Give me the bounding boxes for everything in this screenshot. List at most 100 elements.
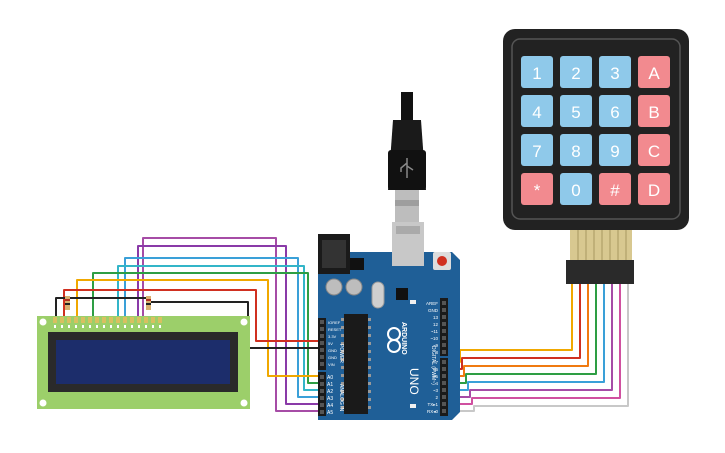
keypad-key[interactable]: 1 xyxy=(521,56,553,88)
power-pin-label: GND xyxy=(328,348,337,353)
header-pin xyxy=(442,343,446,347)
keypad-key[interactable]: C xyxy=(638,134,670,166)
keypad-key[interactable]: A xyxy=(638,56,670,88)
digital-pin-label: 8 xyxy=(435,350,438,355)
digital-pin-label: GND xyxy=(428,308,439,313)
keypad-key-face xyxy=(521,95,553,127)
led-tx xyxy=(410,404,416,408)
usb-cable xyxy=(388,92,426,222)
header-pin xyxy=(320,320,324,324)
resistor-1 xyxy=(65,296,70,310)
lcd-pin xyxy=(95,317,99,323)
lcd-pin-label-mark xyxy=(82,325,84,328)
small-chip xyxy=(396,288,408,300)
analog-pin-label: A1 xyxy=(327,382,333,388)
keypad-key-label: A xyxy=(648,64,660,83)
keypad-ribbon-lines xyxy=(577,230,627,260)
keypad-key-label: 5 xyxy=(571,103,580,122)
resistor-2 xyxy=(146,296,151,310)
keypad-key[interactable]: 5 xyxy=(560,95,592,127)
power-jack-inner xyxy=(322,240,346,268)
power-pin-label: RESET xyxy=(328,327,342,332)
header-pin xyxy=(442,329,446,333)
keypad-key-label: 7 xyxy=(532,142,541,161)
wire-keypad-blue xyxy=(446,283,605,391)
lcd-pin-label-mark xyxy=(103,325,105,328)
keypad-key-label: C xyxy=(648,142,660,161)
lcd-pin xyxy=(74,317,78,323)
analog-header-label: ANALOG IN xyxy=(338,384,344,412)
keypad-key[interactable]: 4 xyxy=(521,95,553,127)
keypad-key[interactable]: D xyxy=(638,173,670,205)
keypad-key[interactable]: 9 xyxy=(599,134,631,166)
wire-blue-lcd xyxy=(124,257,322,398)
lcd-pin xyxy=(60,317,64,323)
lcd-pin-label-mark xyxy=(138,325,140,328)
header-pin xyxy=(320,375,324,379)
wire-keypad-green xyxy=(446,283,597,384)
digital-pin-label: ~11 xyxy=(431,329,439,334)
header-pin xyxy=(442,301,446,305)
analog-pin-label: A0 xyxy=(327,375,333,381)
keypad-key[interactable]: 7 xyxy=(521,134,553,166)
analog-pin-label: A3 xyxy=(327,396,333,402)
wire-keypad-purple xyxy=(446,283,613,398)
keypad-key-face xyxy=(560,95,592,127)
header-pin xyxy=(320,348,324,352)
header-pin xyxy=(442,308,446,312)
power-pin-label: 5V xyxy=(328,341,333,346)
keypad-key[interactable]: * xyxy=(521,173,553,205)
keypad-key[interactable]: 2 xyxy=(560,56,592,88)
keypad-key-face xyxy=(521,134,553,166)
atmega-pins xyxy=(341,318,371,409)
atmega-chip xyxy=(344,314,368,414)
wire-keypad-red xyxy=(446,283,581,370)
keypad-key-label: * xyxy=(534,181,541,200)
header-pin xyxy=(442,381,446,385)
lcd-pin-label-mark xyxy=(131,325,133,328)
usb-cable-wire xyxy=(401,92,413,122)
keypad-key[interactable]: 0 xyxy=(560,173,592,205)
digital-header-label: DIGITAL (PWM~) xyxy=(430,346,436,385)
digital-pin-label: RX◂0 xyxy=(427,409,439,414)
lcd-pin xyxy=(67,317,71,323)
digital-pin-label: ~3 xyxy=(433,388,439,393)
keypad-key-label: 0 xyxy=(571,181,580,200)
wires xyxy=(55,237,629,412)
header-pin xyxy=(442,360,446,364)
lcd-pin xyxy=(88,317,92,323)
keypad-key-face xyxy=(599,56,631,88)
usb-icon xyxy=(400,158,414,178)
keypad-key[interactable]: 8 xyxy=(560,134,592,166)
keypad-key[interactable]: 3 xyxy=(599,56,631,88)
lcd-pin-label-mark xyxy=(110,325,112,328)
keypad-key[interactable]: # xyxy=(599,173,631,205)
header-pin xyxy=(320,327,324,331)
power-pin-label: IOREF xyxy=(328,320,341,325)
keypad-key[interactable]: B xyxy=(638,95,670,127)
wire-yellow-lcd xyxy=(76,279,322,377)
keypad-key[interactable]: 6 xyxy=(599,95,631,127)
header-pin xyxy=(320,334,324,338)
wire-keypad-white xyxy=(446,283,629,412)
header-pin xyxy=(320,403,324,407)
power-header-label: POWER xyxy=(338,344,344,363)
keypad-inner-frame xyxy=(511,38,681,220)
header-pin xyxy=(320,362,324,366)
keypad-key-label: # xyxy=(610,181,620,200)
lcd-pin xyxy=(123,317,127,323)
keypad-key-face xyxy=(560,56,592,88)
keypad-key-face xyxy=(638,95,670,127)
lcd-pin xyxy=(137,317,141,323)
keypad-key-label: 4 xyxy=(532,103,541,122)
digital-pin-label: 4 xyxy=(435,381,438,386)
voltage-regulator xyxy=(350,258,364,270)
lcd-hole-br xyxy=(240,399,248,407)
lcd-pin xyxy=(144,317,148,323)
digital-pin-label: TX▸1 xyxy=(427,402,438,407)
header-pin xyxy=(320,382,324,386)
keypad-ribbon xyxy=(570,230,632,260)
header-pin xyxy=(320,341,324,345)
